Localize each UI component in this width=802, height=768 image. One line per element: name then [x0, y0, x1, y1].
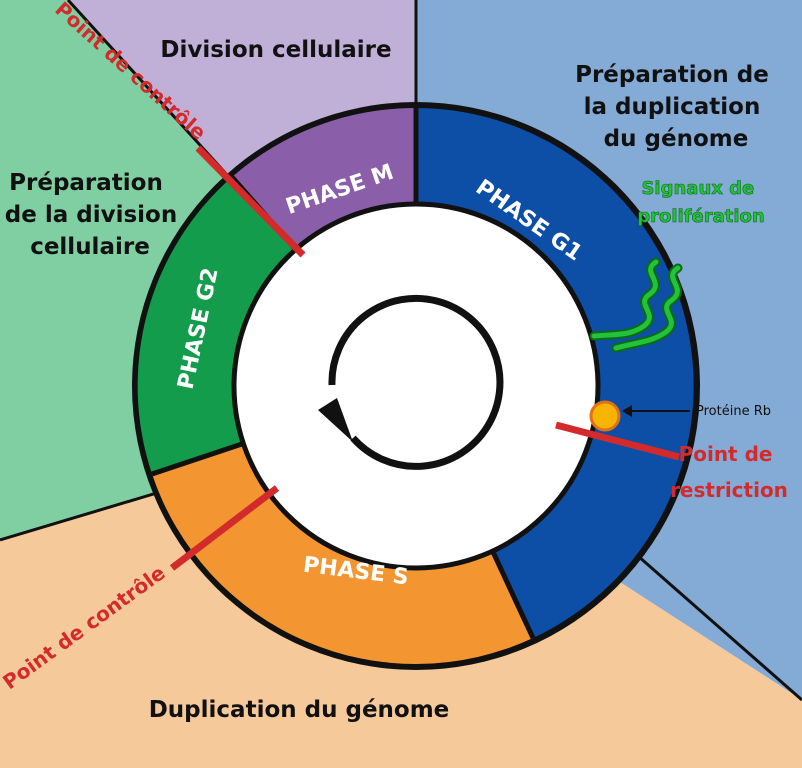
arrow-left-icon — [622, 405, 690, 417]
label-line: prolifération — [637, 206, 765, 227]
label-line: de la division — [5, 202, 177, 228]
protein-rb-dot — [589, 400, 621, 432]
proliferation-signals-label: Signaux de prolifération — [637, 178, 765, 227]
checkpoint-bar-bottom-left — [169, 485, 280, 571]
label-line: Préparation de — [575, 62, 769, 88]
label-line: Signaux de — [641, 178, 754, 199]
protein-rb-label: Protéine Rb — [696, 404, 771, 419]
inner-circle — [231, 201, 601, 571]
cycle-arrow-icon — [318, 294, 504, 470]
restriction-point-bar — [555, 421, 680, 461]
label-line: du génome — [604, 126, 749, 152]
label-line: Préparation — [9, 170, 163, 196]
region-prep-division-label: Préparation de la division cellulaire — [5, 170, 185, 260]
region-division-label: Division cellulaire — [160, 37, 391, 63]
region-prep-duplication-label: Préparation de la duplication du génome — [575, 62, 777, 152]
label-line: la duplication — [584, 94, 761, 120]
label-line: cellulaire — [30, 234, 150, 260]
signal-wave-icon — [591, 259, 681, 351]
checkpoint-bar-top-left — [195, 145, 306, 258]
region-duplication-label: Duplication du génome — [149, 697, 450, 723]
restriction-point-label: Point de restriction — [670, 442, 788, 502]
label-line: restriction — [670, 478, 788, 502]
label-line: Point de — [679, 442, 773, 466]
